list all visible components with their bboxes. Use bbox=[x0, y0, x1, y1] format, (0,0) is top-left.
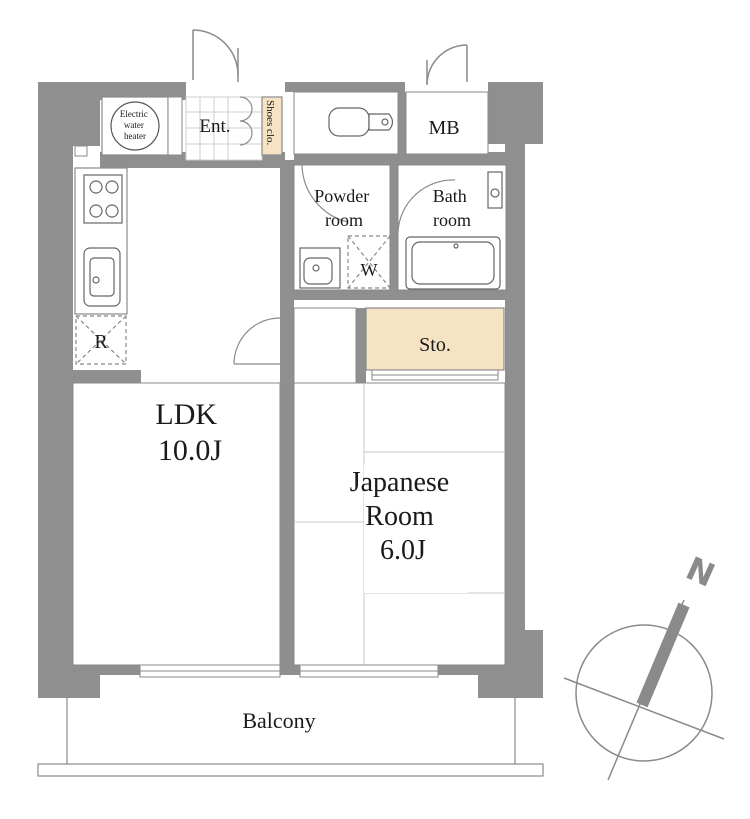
entrance-floor bbox=[185, 96, 263, 161]
compass-icon bbox=[563, 599, 725, 781]
balcony bbox=[37, 698, 544, 777]
shoes-closet-label: Shoes clo. bbox=[264, 100, 276, 145]
powder-room-label: Powder room bbox=[314, 186, 374, 230]
bathtub-icon bbox=[405, 236, 501, 290]
washer-space bbox=[347, 235, 391, 289]
shoes-closet bbox=[261, 96, 283, 156]
sink-icon bbox=[83, 247, 121, 307]
entrance-step bbox=[239, 96, 253, 146]
bath-room-door bbox=[397, 179, 456, 233]
bath-room-label: Bath room bbox=[433, 186, 472, 230]
ldk-label: LDK 10.0J bbox=[155, 398, 224, 467]
refrigerator-label: R bbox=[94, 331, 108, 353]
shower-icon bbox=[487, 171, 503, 209]
water-heater-label: Electric water heater bbox=[120, 109, 150, 141]
storage-label: Sto. bbox=[419, 334, 451, 356]
refrigerator-space bbox=[75, 315, 127, 365]
balcony-label: Balcony bbox=[242, 708, 315, 733]
washer-label: W bbox=[361, 260, 378, 280]
north-label: N bbox=[681, 549, 721, 595]
powder-room-door bbox=[301, 164, 349, 223]
japanese-room-label: Japanese Room 6.0J bbox=[350, 467, 457, 566]
entrance-door bbox=[192, 29, 239, 82]
mb-door bbox=[426, 44, 468, 86]
stove-icon bbox=[83, 174, 123, 224]
water-heater-icon bbox=[110, 101, 160, 151]
ldk-door bbox=[233, 317, 281, 365]
mb-label: MB bbox=[428, 117, 459, 139]
toilet-icon bbox=[328, 107, 394, 137]
washbasin-icon bbox=[299, 247, 341, 289]
entrance-label: Ent. bbox=[199, 116, 230, 137]
